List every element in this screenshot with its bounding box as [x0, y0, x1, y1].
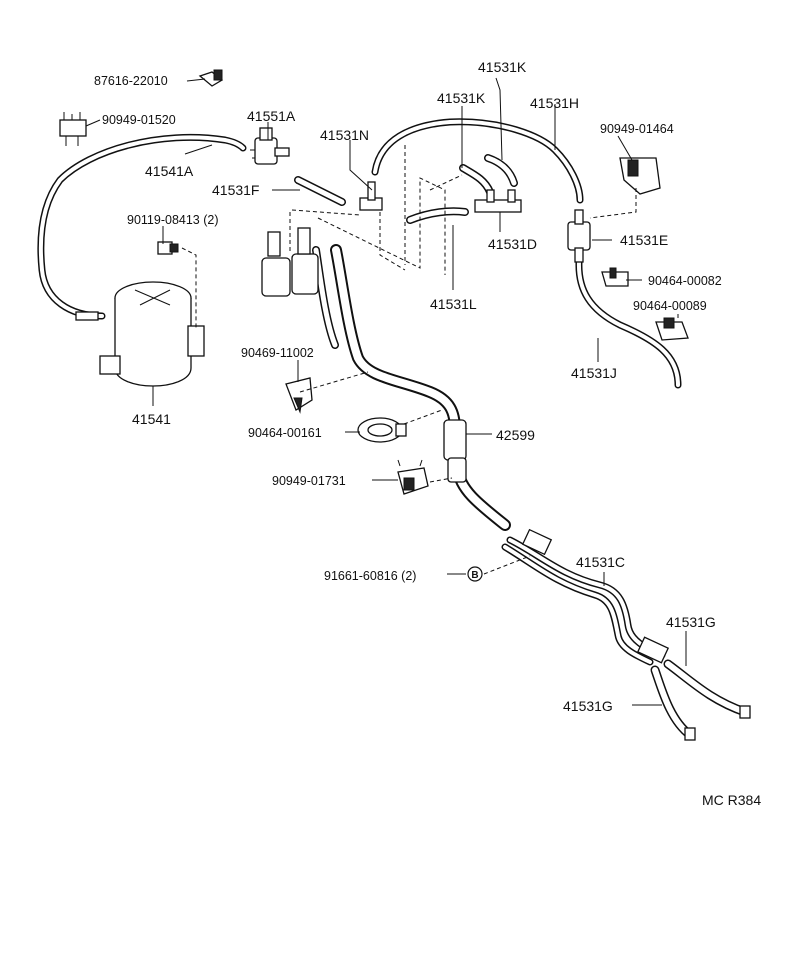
- filter-41531E: [567, 209, 591, 263]
- vsv-41551A: [250, 127, 290, 165]
- hose-41531L: [406, 207, 469, 224]
- bolt-90119-08413: [157, 241, 179, 255]
- label-41531K-top: 41531K: [478, 59, 527, 75]
- reference-code: MC R384: [702, 792, 761, 808]
- label-90464-00082: 90464-00082: [648, 274, 722, 288]
- clip-90949-01731: [397, 459, 429, 495]
- label-90469-11002: 90469-11002: [241, 346, 314, 360]
- clamp-90464-00089: [655, 317, 689, 341]
- label-91661-60816: 91661-60816 (2): [324, 569, 416, 583]
- clamp-90464-00161: [357, 417, 407, 443]
- label-41531C: 41531C: [576, 554, 625, 570]
- tee-41531N: [359, 181, 383, 211]
- circle-b-marker: B: [467, 566, 483, 582]
- hose-41531J: [575, 258, 682, 389]
- hose-41531H: [371, 118, 584, 204]
- label-90949-01731: 90949-01731: [272, 474, 346, 488]
- hose-41531G-left: [650, 665, 696, 741]
- hose-41531K-b: [484, 154, 518, 187]
- label-41531G-right: 41531G: [666, 614, 716, 630]
- label-41531L: 41531L: [430, 296, 477, 312]
- label-41541A: 41541A: [145, 163, 194, 179]
- label-42599: 42599: [496, 427, 535, 443]
- label-41531K-mid: 41531K: [437, 90, 486, 106]
- hose-41531F: [294, 176, 346, 206]
- label-90119-08413: 90119-08413 (2): [127, 213, 219, 227]
- leader-lines: [85, 77, 687, 706]
- label-41531N: 41531N: [320, 127, 369, 143]
- clip-90949-01464: [619, 157, 661, 195]
- label-87616-22010: 87616-22010: [94, 74, 168, 88]
- charcoal-canister-41541: [99, 281, 205, 387]
- circle-b-letter: B: [471, 570, 478, 581]
- clip-90949-01520: [59, 112, 87, 146]
- hose-41541A: [37, 133, 247, 321]
- valve-assembly: [261, 227, 319, 297]
- label-41531D: 41531D: [488, 236, 537, 252]
- label-41551A: 41551A: [247, 108, 296, 124]
- clamp-90464-00082: [601, 267, 629, 287]
- hose-41531K-a: [459, 164, 494, 196]
- label-41531J: 41531J: [571, 365, 617, 381]
- clip-90469-11002: [285, 377, 313, 414]
- tee-41531D: [474, 189, 522, 213]
- label-90949-01464: 90949-01464: [600, 122, 674, 136]
- label-41531F: 41531F: [212, 182, 259, 198]
- label-41531G-left: 41531G: [563, 698, 613, 714]
- hose-42599-main: [312, 244, 511, 531]
- dashed-guides: [181, 145, 637, 575]
- clip-87616-22010: [198, 69, 224, 87]
- label-90464-00089: 90464-00089: [633, 299, 707, 313]
- label-41541: 41541: [132, 411, 171, 427]
- label-90949-01520: 90949-01520: [102, 113, 176, 127]
- label-41531H: 41531H: [530, 95, 579, 111]
- label-90464-00161: 90464-00161: [248, 426, 322, 440]
- hose-41531G-right: [663, 659, 751, 719]
- pipe-41531C: [501, 528, 670, 666]
- label-41531E: 41531E: [620, 232, 668, 248]
